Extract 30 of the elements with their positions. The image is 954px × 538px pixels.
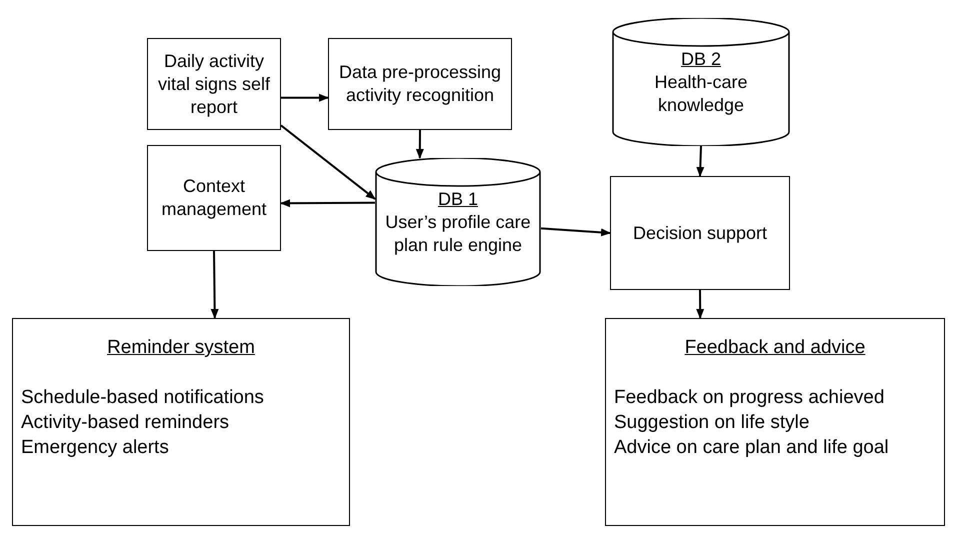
process-box <box>328 38 512 130</box>
database-label: Health-care knowledge <box>653 71 749 117</box>
arrow <box>416 130 424 159</box>
database-label: User’s profile care plan rule engine <box>384 211 532 257</box>
process-label: Context management <box>160 175 268 221</box>
module-box <box>12 318 350 526</box>
arrow <box>280 199 375 208</box>
module-box <box>605 318 945 526</box>
arrow <box>210 250 219 319</box>
process-label: Data pre-processing activity recognition <box>338 61 502 107</box>
arrow <box>280 124 376 200</box>
arrow <box>540 227 611 236</box>
module-item: Feedback on progress achieved <box>614 386 886 410</box>
module-item: Advice on care plan and life goal <box>614 436 890 460</box>
module-heading: Feedback and advice <box>684 336 866 360</box>
module-item: Schedule-based notifications <box>21 386 265 410</box>
database-title: DB 1 <box>438 188 478 211</box>
module-item: Suggestion on life style <box>614 411 810 435</box>
arrow <box>281 94 329 102</box>
process-box <box>147 145 281 251</box>
process-label: Decision support <box>632 222 768 244</box>
module-heading: Reminder system <box>107 336 255 360</box>
process-box <box>610 176 790 290</box>
module-item: Emergency alerts <box>21 436 170 460</box>
process-box <box>147 38 281 130</box>
process-label: Daily activity vital signs self report <box>156 50 272 118</box>
arrow <box>696 146 704 177</box>
database-title: DB 2 <box>680 48 722 71</box>
module-item: Activity-based reminders <box>21 411 230 435</box>
arrow <box>696 290 704 319</box>
